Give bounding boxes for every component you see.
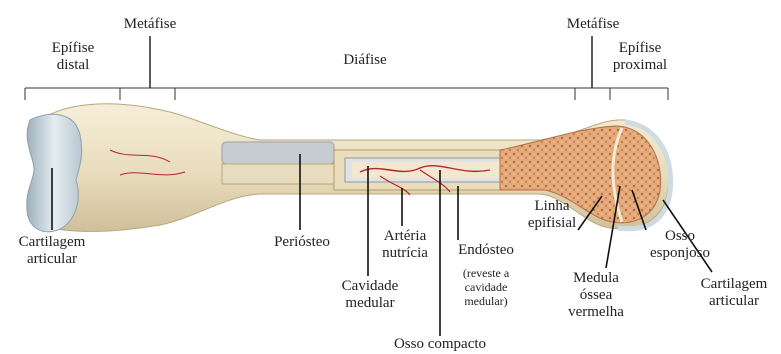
label-medula-line3: vermelha — [556, 304, 636, 321]
label-metafise-left: Metáfise — [110, 16, 190, 33]
label-linha-epifisial: Linha epifisial — [520, 198, 584, 232]
label-endosteo-text: Endósteo — [458, 242, 514, 258]
label-diafise: Diáfise — [325, 52, 405, 69]
label-epifise-distal-line2: distal — [38, 57, 108, 74]
label-metafise-right-text: Metáfise — [567, 16, 619, 32]
label-epifise-distal-line1: Epífise — [38, 40, 108, 57]
label-cartilagem-articular-left: Cartilagem articular — [10, 234, 94, 268]
label-cartilagem-articular-right: Cartilagem articular — [692, 276, 776, 310]
label-cartilagem-right-line2: articular — [692, 293, 776, 310]
label-arteria-line2: nutrícia — [370, 245, 440, 262]
label-osso-compacto-text: Osso compacto — [394, 336, 486, 352]
label-osso-esponjoso-line2: esponjoso — [640, 245, 720, 262]
label-endosteo: Endósteo — [446, 242, 526, 259]
label-periosteo-text: Periósteo — [274, 234, 330, 250]
label-endosteo-note-line3: medular) — [446, 294, 526, 308]
label-periosteo: Periósteo — [260, 234, 344, 251]
label-osso-esponjoso-line1: Osso — [640, 228, 720, 245]
label-endosteo-note: (reveste a cavidade medular) — [446, 266, 526, 308]
label-arteria-line1: Artéria — [370, 228, 440, 245]
label-cavidade-line2: medular — [330, 295, 410, 312]
label-epifise-distal: Epífise distal — [38, 40, 108, 74]
label-linha-line1: Linha — [520, 198, 584, 215]
label-cartilagem-left-line1: Cartilagem — [10, 234, 94, 251]
label-medula-line1: Medula — [556, 270, 636, 287]
label-cartilagem-right-line1: Cartilagem — [692, 276, 776, 293]
label-epifise-proximal: Epífise proximal — [600, 40, 680, 74]
label-metafise-left-text: Metáfise — [124, 16, 176, 32]
label-metafise-right: Metáfise — [553, 16, 633, 33]
label-medula-ossea-vermelha: Medula óssea vermelha — [556, 270, 636, 321]
label-epifise-proximal-line1: Epífise — [600, 40, 680, 57]
label-cavidade-medular: Cavidade medular — [330, 278, 410, 312]
label-cartilagem-left-line2: articular — [10, 251, 94, 268]
label-osso-compacto: Osso compacto — [380, 336, 500, 353]
label-endosteo-note-line1: (reveste a — [446, 266, 526, 280]
label-linha-line2: epifisial — [520, 215, 584, 232]
label-medula-line2: óssea — [556, 287, 636, 304]
label-arteria-nutricia: Artéria nutrícia — [370, 228, 440, 262]
label-diafise-text: Diáfise — [343, 52, 386, 68]
label-endosteo-note-line2: cavidade — [446, 280, 526, 294]
label-epifise-proximal-line2: proximal — [600, 57, 680, 74]
label-cavidade-line1: Cavidade — [330, 278, 410, 295]
label-osso-esponjoso: Osso esponjoso — [640, 228, 720, 262]
